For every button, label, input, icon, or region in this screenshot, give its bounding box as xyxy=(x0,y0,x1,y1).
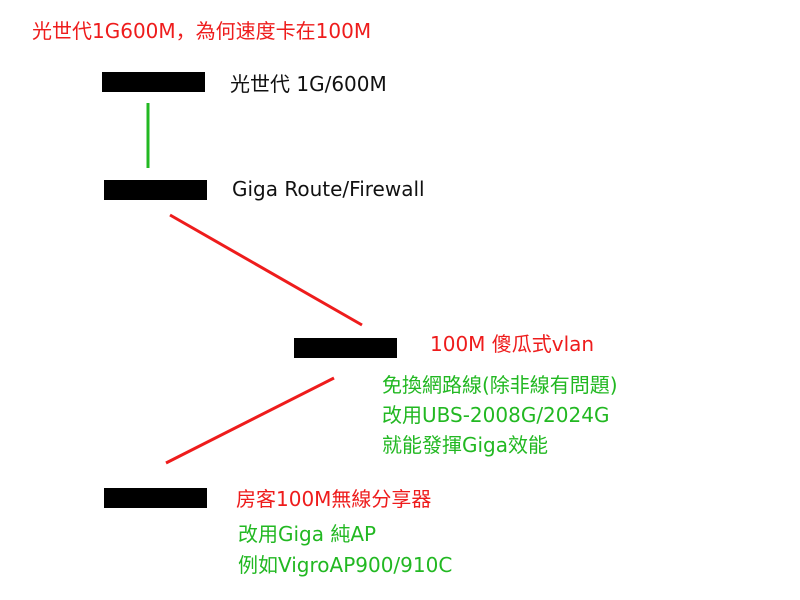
device-switch xyxy=(294,338,397,358)
ap-note: 改用Giga 純AP xyxy=(238,522,377,546)
device-fiber-modem xyxy=(102,72,205,92)
device-router xyxy=(104,180,207,200)
device-wireless-router xyxy=(104,488,207,508)
label-fiber: 光世代 1G/600M xyxy=(230,72,387,96)
switch-note: 就能發揮Giga效能 xyxy=(382,433,549,457)
link-router-to-switch xyxy=(169,213,363,327)
label-wireless-router: 房客100M無線分享器 xyxy=(236,487,432,511)
label-switch: 100M 傻瓜式vlan xyxy=(430,332,595,356)
diagram-title: 光世代1G600M，為何速度卡在100M xyxy=(32,19,372,43)
label-router: Giga Route/Firewall xyxy=(232,177,425,201)
switch-note: 免換網路線(除非線有問題) xyxy=(382,373,618,397)
switch-note: 改用UBS-2008G/2024G xyxy=(382,403,610,427)
ap-note: 例如VigroAP900/910C xyxy=(238,553,453,577)
link-switch-to-ap xyxy=(165,376,335,465)
